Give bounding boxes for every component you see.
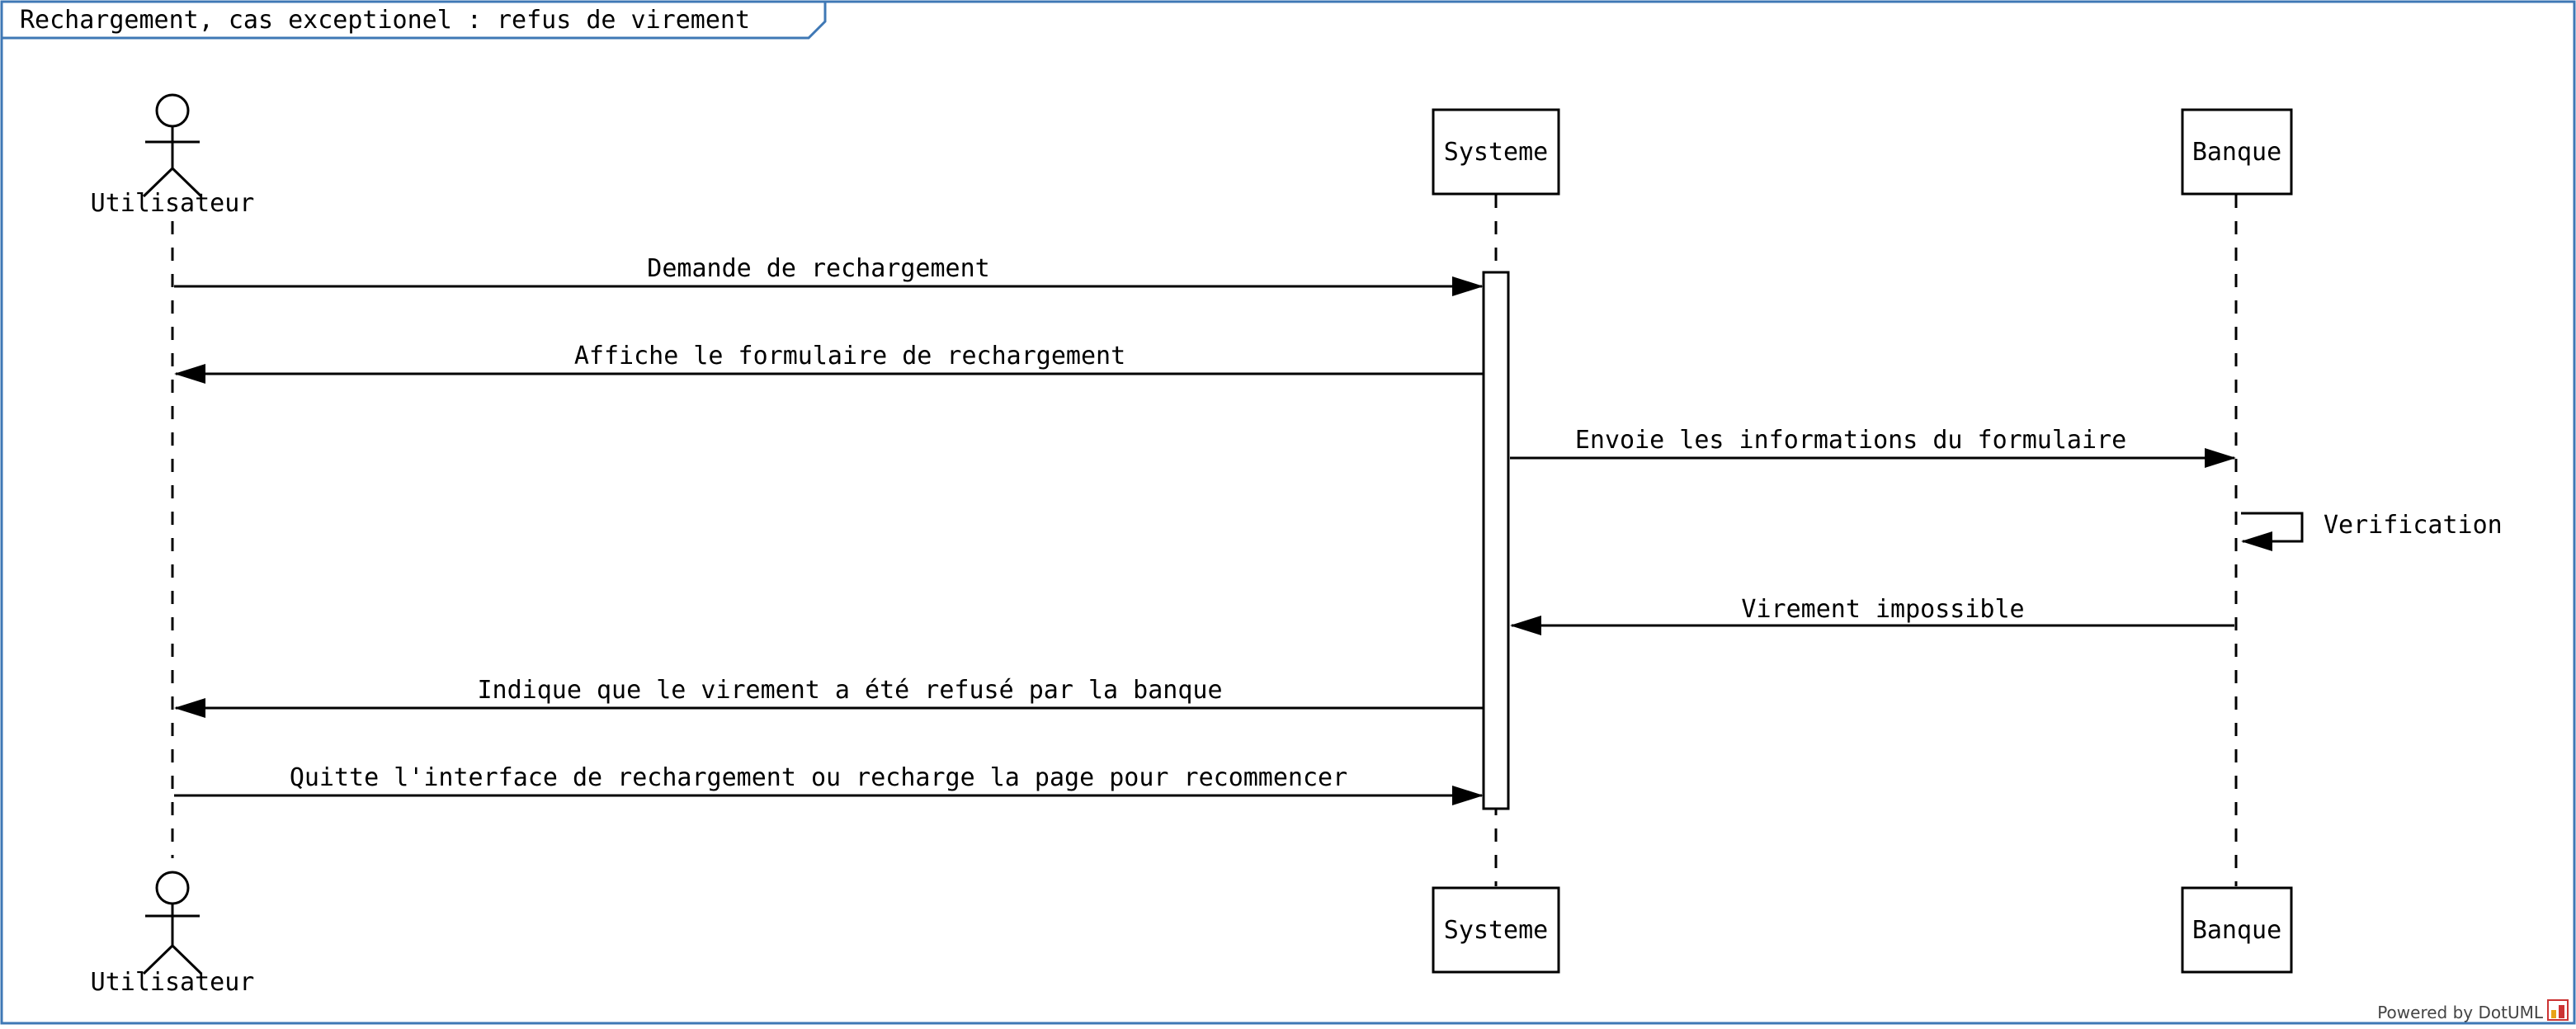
footer-text: Powered by DotUML: [2377, 1003, 2544, 1022]
message-demande-rechargement: Demande de rechargement: [174, 254, 1484, 296]
participant-banque-bottom: Banque: [2181, 886, 2293, 974]
participant-systeme-bottom: Systeme: [1432, 886, 1560, 974]
message-label: Indique que le virement a été refusé par…: [477, 676, 1222, 705]
participant-box: [2181, 886, 2293, 974]
participant-box: [1432, 108, 1560, 196]
message-label: Virement impossible: [1741, 595, 2024, 624]
participant-box: [2181, 108, 2293, 196]
participant-utilisateur-bottom: Utilisateur: [91, 871, 255, 997]
diagram-title: Rechargement, cas exceptionel : refus de…: [20, 6, 750, 35]
participant-label: Banque: [2192, 138, 2281, 167]
dotuml-logo-icon: [2547, 999, 2569, 1021]
diagram-title-tab: Rechargement, cas exceptionel : refus de…: [0, 0, 827, 40]
actor-icon: [142, 871, 203, 975]
message-envoie-informations: Envoie les informations du formulaire: [1510, 426, 2236, 468]
participant-label: Utilisateur: [91, 968, 255, 997]
participant-systeme-top: Systeme: [1432, 108, 1560, 196]
message-label: Envoie les informations du formulaire: [1575, 426, 2126, 455]
message-label: Verification: [2324, 511, 2503, 540]
title-tab-shape: [0, 0, 827, 40]
participant-box: [1432, 886, 1560, 974]
message-verification: Verification: [2241, 511, 2503, 551]
message-label: Quitte l'interface de rechargement ou re…: [290, 763, 1347, 792]
message-label: Affiche le formulaire de rechargement: [574, 342, 1125, 371]
actor-icon: [142, 93, 203, 198]
participant-banque-top: Banque: [2181, 108, 2293, 196]
self-message-arrow: [2241, 512, 2304, 551]
message-affiche-formulaire: Affiche le formulaire de rechargement: [174, 342, 1484, 384]
participant-label: Banque: [2192, 916, 2281, 945]
participant-utilisateur-top: Utilisateur: [91, 93, 255, 218]
participant-label: Systeme: [1444, 138, 1548, 167]
message-indique-refus: Indique que le virement a été refusé par…: [174, 676, 1484, 718]
footer-branding: Powered by DotUML: [2377, 999, 2569, 1022]
participant-label: Utilisateur: [91, 189, 255, 218]
activation-bar-systeme: [1482, 271, 1510, 810]
message-virement-impossible: Virement impossible: [1510, 595, 2234, 635]
message-label: Demande de rechargement: [647, 254, 989, 283]
message-quitte-interface: Quitte l'interface de rechargement ou re…: [174, 763, 1484, 805]
participant-label: Systeme: [1444, 916, 1548, 945]
